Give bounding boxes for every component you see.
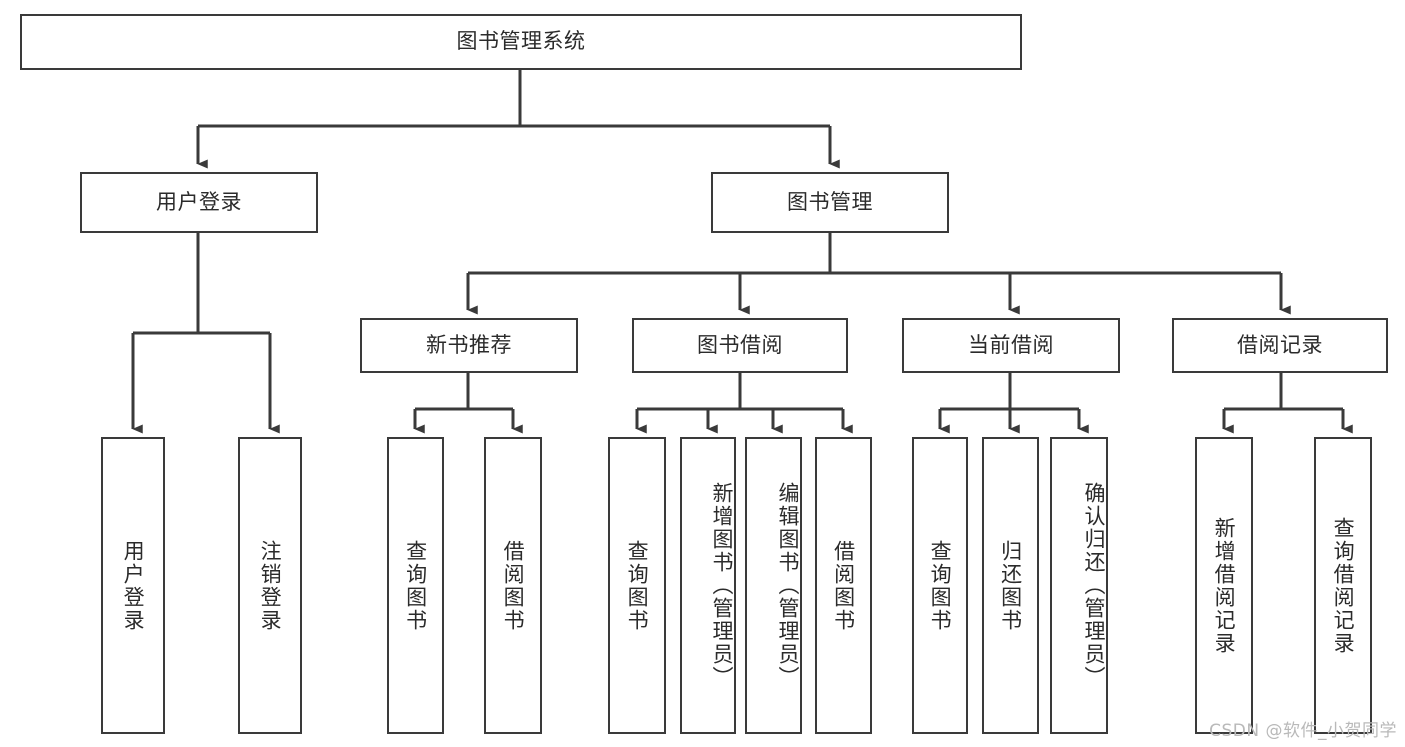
leaf-user-login[interactable]: 用户登录 [101,437,165,734]
node-label: 新增图书（管理员） [710,482,734,689]
leaf-add-book[interactable]: 新增图书（管理员） [680,437,736,734]
node-book-manage[interactable]: 图书管理 [711,172,949,233]
node-root[interactable]: 图书管理系统 [20,14,1022,70]
csdn-watermark: CSDN @软件_小贺同学 [1209,721,1397,741]
leaf-add-borrow-record[interactable]: 新增借阅记录 [1195,437,1253,734]
node-current-borrow[interactable]: 当前借阅 [902,318,1120,373]
node-book-borrow[interactable]: 图书借阅 [632,318,848,373]
node-label: 查询图书 [403,539,428,632]
node-label: 用户登录 [156,189,242,214]
leaf-logout[interactable]: 注销登录 [238,437,302,734]
node-label: 图书管理系统 [456,29,586,54]
leaf-confirm-return[interactable]: 确认归还（管理员） [1050,437,1108,734]
node-user-login[interactable]: 用户登录 [80,172,318,233]
leaf-borrow-book-recommend[interactable]: 借阅图书 [484,437,542,734]
node-label: 编辑图书（管理员） [776,482,800,689]
node-label: 借阅图书 [501,539,526,632]
node-label: 图书借阅 [697,332,783,357]
node-label: 查询图书 [928,539,953,632]
node-label: 查询图书 [625,539,650,632]
node-label: 当前借阅 [968,332,1054,357]
leaf-query-book-borrow[interactable]: 查询图书 [608,437,666,734]
leaf-borrow-book[interactable]: 借阅图书 [815,437,872,734]
node-label: 注销登录 [258,539,283,632]
node-new-book-recommend[interactable]: 新书推荐 [360,318,578,373]
leaf-return-book[interactable]: 归还图书 [982,437,1039,734]
node-label: 用户登录 [121,539,146,632]
leaf-query-book-recommend[interactable]: 查询图书 [387,437,444,734]
node-label: 归还图书 [998,539,1023,632]
node-label: 借阅图书 [831,539,856,632]
node-label: 借阅记录 [1237,332,1323,357]
leaf-query-borrow-record[interactable]: 查询借阅记录 [1314,437,1372,734]
leaf-edit-book[interactable]: 编辑图书（管理员） [745,437,802,734]
node-label: 新增借阅记录 [1212,516,1237,655]
node-label: 确认归还（管理员） [1082,482,1106,689]
leaf-query-book-current[interactable]: 查询图书 [912,437,968,734]
node-borrow-record[interactable]: 借阅记录 [1172,318,1388,373]
node-label: 查询借阅记录 [1331,516,1356,655]
node-label: 图书管理 [787,189,873,214]
node-label: 新书推荐 [426,332,512,357]
